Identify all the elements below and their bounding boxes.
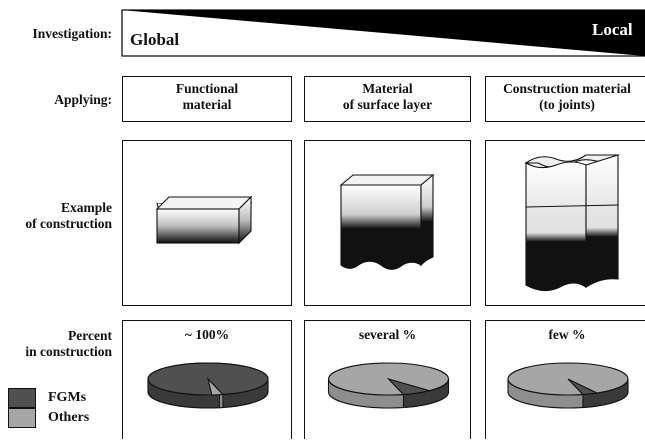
percent-functional-value: ~ 100% [184,327,230,342]
functional-block-illustration [155,195,253,245]
percent-label-line1: Percent [68,328,112,343]
example-box-surface-layer [304,140,471,306]
pie-slice-fgms [386,377,432,396]
applying-construction-line2: (to joints) [539,97,595,112]
example-label-line1: Example [60,200,112,215]
applying-label: Applying: [54,92,112,107]
pie-slice-fgms [567,378,599,396]
functional-block-side [238,195,252,245]
global-local-scale [121,9,645,57]
construction-column-side [585,154,619,288]
percent-box-functional: ~ 100% [122,320,292,439]
surface-block-side [420,173,434,267]
pie-chart-functional [147,362,269,409]
applying-functional-line2: material [182,97,232,112]
functional-block-front [156,208,240,244]
percent-construction-value: few % [548,327,586,342]
pie-chart-construction [507,362,629,409]
pie-side-others-segment [218,393,224,409]
applying-construction-line1: Construction material [503,81,631,96]
applying-surface-line1: Material [362,81,413,96]
example-box-construction [485,140,645,306]
legend-swatch-others [8,408,36,428]
scale-local-text: Local [592,20,633,39]
percent-box-surface-layer: several % [304,320,471,439]
surface-block-front [340,184,422,270]
scale-wedge [122,10,645,56]
surface-layer-illustration [339,173,435,270]
applying-box-functional: Functional material [122,76,292,122]
percent-label-line2: in construction [25,344,112,359]
legend-label-fgms: FGMs [48,390,87,405]
pie-slice-fgms [147,362,269,396]
applying-box-surface-layer: Material of surface layer [304,76,471,122]
investigation-label: Investigation: [32,26,112,41]
legend-swatch-fgms [8,388,36,408]
percent-label: Percent in construction [0,328,112,360]
construction-column-front [525,161,587,292]
construction-joint-line [525,204,619,208]
applying-box-construction: Construction material (to joints) [485,76,645,122]
percent-surface-value: several % [358,327,417,342]
applying-surface-line2: of surface layer [342,97,433,112]
scale-global-text: Global [130,30,180,49]
functional-block-top-outline [155,196,253,210]
construction-column-illustration [524,154,620,292]
example-label: Example of construction [0,200,112,232]
surface-block-top [339,174,435,186]
legend-label-others: Others [48,410,90,425]
percent-box-construction: few % [485,320,645,439]
example-label-line2: of construction [25,216,112,231]
applying-functional-line1: Functional [175,81,239,96]
pie-chart-surface-layer [327,362,450,409]
example-box-functional [122,140,292,306]
